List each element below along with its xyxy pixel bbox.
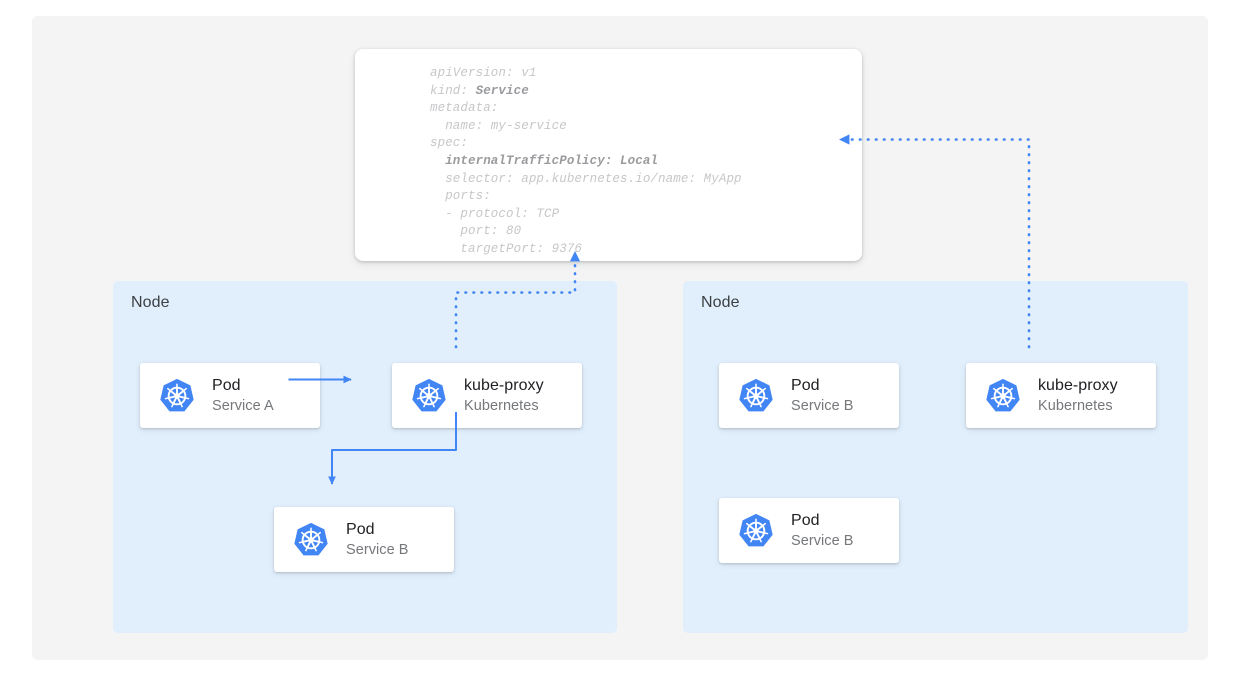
kubernetes-icon bbox=[737, 512, 775, 550]
card-pod-service-b-right-bottom[interactable]: Pod Service B bbox=[719, 498, 899, 563]
node-panel-left: Node bbox=[113, 281, 617, 633]
card-title: Pod bbox=[791, 511, 820, 529]
node-label: Node bbox=[131, 294, 170, 311]
kubernetes-icon bbox=[984, 377, 1022, 415]
card-subtitle: Kubernetes bbox=[464, 397, 539, 414]
node-panel-right: Node bbox=[683, 281, 1188, 633]
card-title: Pod bbox=[212, 376, 241, 394]
card-title: Pod bbox=[791, 376, 820, 394]
kubernetes-icon bbox=[292, 521, 330, 559]
card-title: kube-proxy bbox=[464, 376, 544, 394]
card-subtitle: Service A bbox=[212, 397, 274, 414]
service-spec-card: apiVersion: v1 kind: Service metadata: n… bbox=[355, 49, 862, 261]
card-pod-service-b-left[interactable]: Pod Service B bbox=[274, 507, 454, 572]
card-kube-proxy-left[interactable]: kube-proxy Kubernetes bbox=[392, 363, 582, 428]
card-subtitle: Service B bbox=[346, 541, 409, 558]
kubernetes-icon bbox=[410, 377, 448, 415]
card-subtitle: Service B bbox=[791, 397, 854, 414]
kubernetes-icon bbox=[158, 377, 196, 415]
card-pod-service-a[interactable]: Pod Service A bbox=[140, 363, 320, 428]
card-pod-service-b-right-top[interactable]: Pod Service B bbox=[719, 363, 899, 428]
node-label: Node bbox=[701, 294, 740, 311]
card-subtitle: Service B bbox=[791, 532, 854, 549]
card-kube-proxy-right[interactable]: kube-proxy Kubernetes bbox=[966, 363, 1156, 428]
kubernetes-icon bbox=[737, 377, 775, 415]
card-subtitle: Kubernetes bbox=[1038, 397, 1113, 414]
diagram-canvas: apiVersion: v1 kind: Service metadata: n… bbox=[32, 16, 1208, 660]
card-title: Pod bbox=[346, 520, 375, 538]
card-title: kube-proxy bbox=[1038, 376, 1118, 394]
service-spec-yaml: apiVersion: v1 kind: Service metadata: n… bbox=[430, 66, 742, 256]
